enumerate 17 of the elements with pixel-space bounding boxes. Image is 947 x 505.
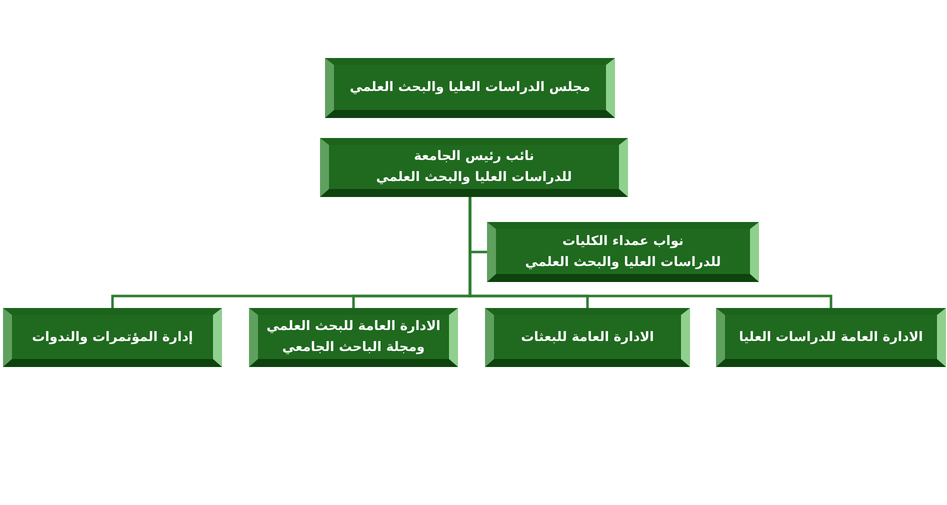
box-label: الادارة العامة للبحث العلمي ومجلة الباحث الجامعي: [266, 318, 442, 357]
org-box: [249, 308, 458, 367]
connector-line: [111, 197, 472, 308]
org-box: [485, 308, 690, 367]
box-label: نواب عمداء الكليات: [562, 232, 684, 250]
box-label: مجلس الدراسات العليا والبحث العلمي: [350, 79, 590, 97]
org-box: [320, 138, 628, 197]
box-label: الادارة العامة للبعثات: [520, 328, 654, 346]
box-label: نائب رئيس الجامعة: [414, 148, 534, 166]
org-box: [487, 222, 759, 282]
org-box: [3, 308, 222, 367]
org-box: [716, 308, 946, 367]
box-label: للدراسات العليا والبحث العلمي: [525, 254, 721, 272]
org-box: [325, 58, 615, 118]
box-label: للدراسات العليا والبحث العلمي: [376, 169, 572, 187]
box-label: إدارة المؤتمرات والندوات: [32, 328, 194, 346]
box-label: الادارة العامة للدراسات العليا: [738, 328, 924, 346]
